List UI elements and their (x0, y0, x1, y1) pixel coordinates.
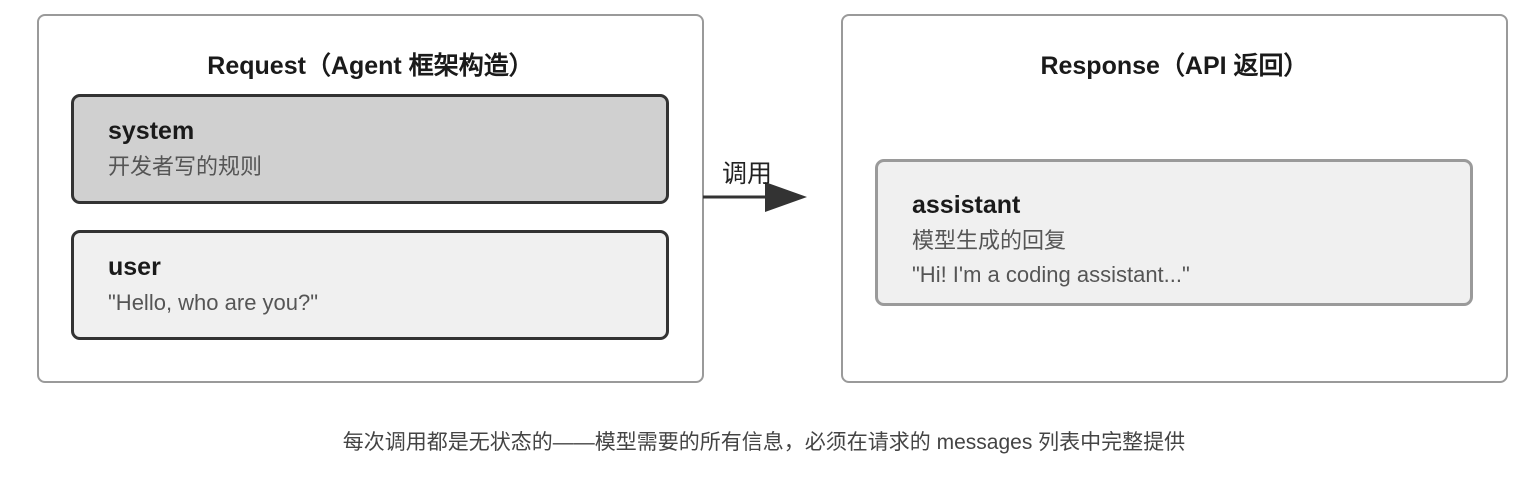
request-title: Request（Agent 框架构造） (207, 52, 534, 80)
system-role-label: system (108, 117, 195, 145)
arrow-label: 调用 (722, 160, 773, 188)
assistant-role-label: assistant (912, 191, 1021, 219)
response-title: Response（API 返回） (1040, 52, 1309, 80)
arrow-head-icon (765, 182, 807, 212)
user-content: "Hello, who are you?" (108, 290, 319, 315)
caption: 每次调用都是无状态的——模型需要的所有信息，必须在请求的 messages 列表… (342, 431, 1186, 454)
user-message-box: user "Hello, who are you?" (71, 230, 669, 340)
user-role-label: user (108, 253, 161, 281)
assistant-message-box: assistant 模型生成的回复 "Hi! I'm a coding assi… (875, 159, 1473, 306)
system-content: 开发者写的规则 (108, 154, 263, 179)
assistant-description: 模型生成的回复 (912, 228, 1067, 253)
system-message-box: system 开发者写的规则 (71, 94, 669, 204)
assistant-content: "Hi! I'm a coding assistant..." (912, 262, 1190, 287)
call-arrow (703, 182, 807, 212)
